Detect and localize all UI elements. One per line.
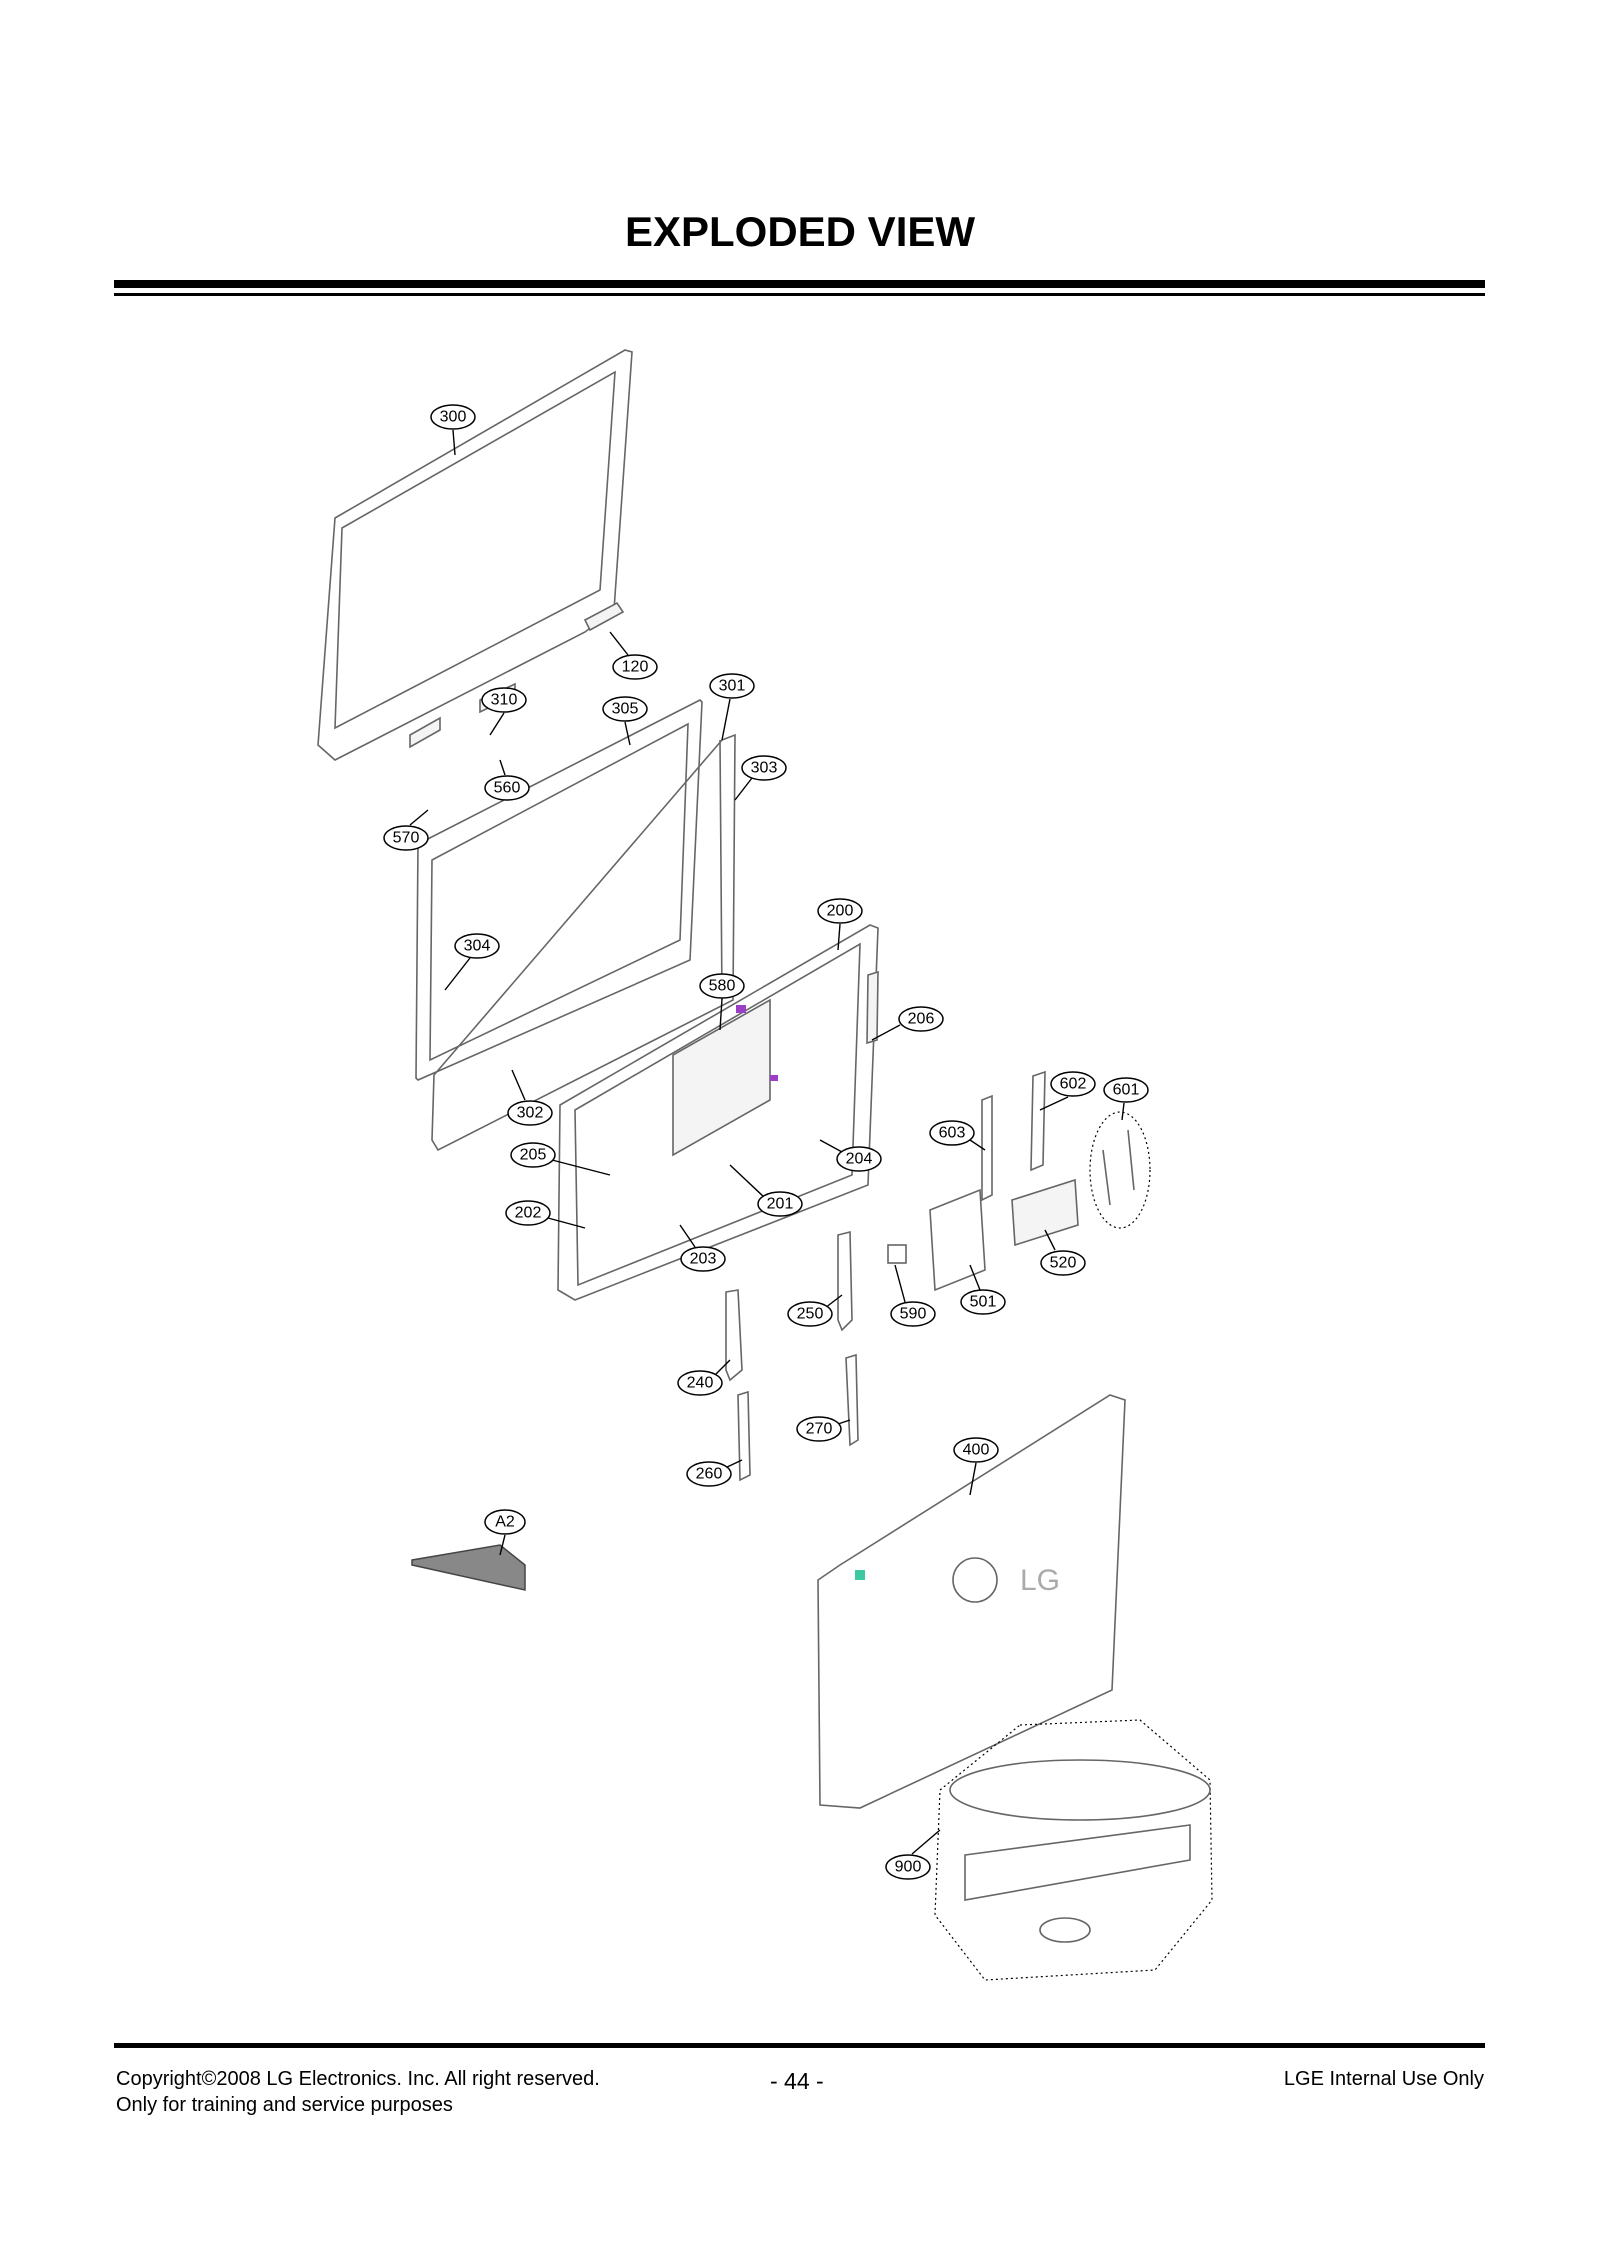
part-a2: [411, 1544, 526, 1591]
svg-text:201: 201: [767, 1196, 794, 1213]
svg-text:260: 260: [696, 1466, 723, 1483]
svg-text:520: 520: [1050, 1255, 1077, 1272]
svg-text:270: 270: [806, 1421, 833, 1438]
part-side-brackets: [981, 1070, 1151, 1229]
callout-260: 260: [686, 1461, 732, 1487]
svg-text:301: 301: [719, 678, 746, 695]
svg-text:900: 900: [895, 1859, 922, 1876]
footer-classification: LGE Internal Use Only: [1283, 2068, 1484, 2090]
callout-240: 240: [677, 1370, 723, 1396]
lg-logo: LG: [1020, 1564, 1060, 1597]
svg-text:120: 120: [622, 659, 649, 676]
callout-250: 250: [787, 1301, 833, 1327]
svg-text:240: 240: [687, 1375, 714, 1392]
callout-305: 305: [602, 696, 648, 722]
callout-590: 590: [890, 1301, 936, 1327]
svg-text:400: 400: [963, 1442, 990, 1459]
callout-501: 501: [960, 1289, 1006, 1315]
callout-580: 580: [699, 973, 745, 999]
svg-text:304: 304: [464, 938, 491, 955]
footer-rule: [114, 2043, 1485, 2048]
callout-203: 203: [680, 1246, 726, 1272]
callout-603: 603: [929, 1120, 975, 1146]
callout-560: 560: [484, 775, 530, 801]
callout-303: 303: [741, 755, 787, 781]
svg-text:205: 205: [520, 1147, 547, 1164]
part-back-cover: LG: [817, 1394, 1126, 1809]
svg-text:590: 590: [900, 1306, 927, 1323]
svg-text:570: 570: [393, 830, 420, 847]
svg-text:602: 602: [1060, 1076, 1087, 1093]
callout-310: 310: [481, 687, 527, 713]
svg-text:204: 204: [846, 1151, 873, 1168]
svg-text:310: 310: [491, 692, 518, 709]
part-stand: [934, 1719, 1213, 1981]
callout-300: 300: [430, 404, 476, 430]
callout-601: 601: [1103, 1077, 1149, 1103]
svg-text:300: 300: [440, 409, 467, 426]
svg-text:206: 206: [908, 1011, 935, 1028]
callout-270: 270: [796, 1416, 842, 1442]
part-boards: [887, 1178, 1079, 1292]
svg-text:501: 501: [970, 1294, 997, 1311]
callout-570: 570: [383, 825, 429, 851]
part-stand-brackets: [725, 1230, 859, 1482]
title-rule-thin: [114, 293, 1485, 296]
callout-520: 520: [1040, 1250, 1086, 1276]
footer-purpose: Only for training and service purposes: [116, 2094, 453, 2116]
svg-text:302: 302: [517, 1105, 544, 1122]
callout-304: 304: [454, 933, 500, 959]
callout-A2: A2: [484, 1509, 526, 1535]
callout-900: 900: [885, 1854, 931, 1880]
title-rule-thick: [114, 280, 1485, 288]
page-title: EXPLODED VIEW: [624, 208, 976, 255]
svg-text:303: 303: [751, 760, 778, 777]
callout-400: 400: [953, 1437, 999, 1463]
leader-lines: [409, 429, 1125, 1855]
callout-201: 201: [757, 1191, 803, 1217]
svg-text:305: 305: [612, 701, 639, 718]
callout-205: 205: [510, 1142, 556, 1168]
callout-204: 204: [836, 1146, 882, 1172]
svg-text:603: 603: [939, 1125, 966, 1142]
footer-copyright: Copyright©2008 LG Electronics. Inc. All …: [116, 2068, 600, 2090]
svg-text:200: 200: [827, 903, 854, 920]
svg-text:580: 580: [709, 978, 736, 995]
page-number: - 44 -: [770, 2068, 824, 2094]
callout-302: 302: [507, 1100, 553, 1126]
callout-206: 206: [898, 1006, 944, 1032]
svg-text:A2: A2: [495, 1514, 515, 1531]
callout-120: 120: [612, 654, 658, 680]
callout-301: 301: [709, 673, 755, 699]
part-front-bezel: [317, 349, 633, 761]
svg-text:601: 601: [1113, 1082, 1140, 1099]
part-chassis: [557, 924, 879, 1301]
part-middle-frame: [415, 699, 736, 1152]
svg-text:202: 202: [515, 1205, 542, 1222]
svg-text:250: 250: [797, 1306, 824, 1323]
callout-602: 602: [1050, 1071, 1096, 1097]
callout-202: 202: [505, 1200, 551, 1226]
svg-text:560: 560: [494, 780, 521, 797]
svg-text:203: 203: [690, 1251, 717, 1268]
callout-200: 200: [817, 898, 863, 924]
